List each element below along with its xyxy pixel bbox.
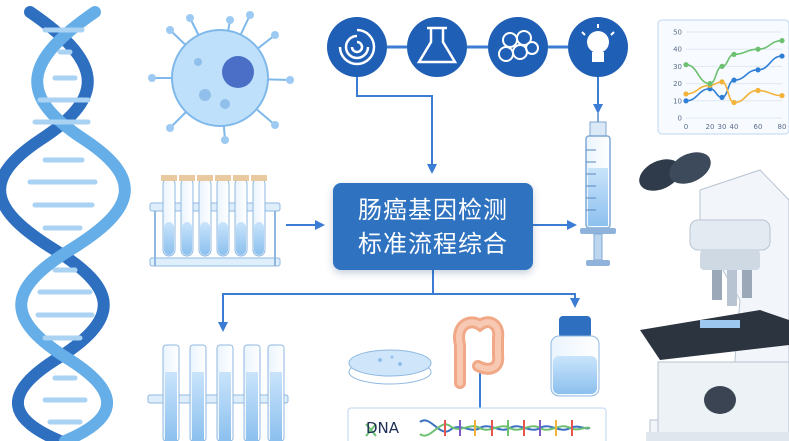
chart-point: [755, 67, 761, 73]
dna-strip-panel: [347, 407, 607, 441]
chart-y-tick-label: 30: [673, 63, 682, 71]
chart-x-tick-label: 40: [730, 123, 739, 131]
chart-point: [707, 81, 713, 87]
chart-point: [731, 77, 737, 83]
microscope-icon: [639, 152, 789, 441]
chart-series-line: [685, 55, 783, 102]
chart-point: [779, 93, 785, 99]
dna-swirl-icon: [327, 17, 387, 77]
lightbulb-icon: [568, 17, 628, 77]
chart-series-line: [685, 39, 783, 85]
chart-point: [755, 46, 761, 52]
process-title-line-1: 肠癌基因检测: [358, 195, 508, 224]
chart-x-tick-label: 60: [754, 123, 763, 131]
flask-icon: [407, 17, 467, 77]
chart-point: [755, 87, 761, 94]
chart-point: [719, 63, 725, 69]
chart-point: [779, 53, 785, 59]
chart-lines: [683, 38, 785, 106]
chart-point: [719, 79, 725, 85]
chart-y-tick-label: 10: [673, 97, 682, 105]
chart-point: [731, 99, 737, 106]
chart-y-tick-label: 20: [673, 80, 682, 88]
colon-icon: [453, 316, 505, 389]
chart-y-tick-label: 50: [673, 29, 682, 37]
cancer-cell-icon: [148, 11, 294, 144]
chart-x-tick-label: 0: [684, 123, 688, 131]
chart-y-tick-label: 0: [678, 115, 682, 123]
chart-x-tick-label: 20: [706, 123, 715, 131]
chart-series-line: [685, 81, 783, 104]
test-tube-rack-icon: [149, 175, 281, 267]
petri-dish-icon: [348, 349, 432, 385]
chart-x-tick-label: 30: [718, 123, 727, 131]
chart-x-tick-label: 80: [778, 123, 787, 131]
chart-point: [683, 91, 689, 97]
chart-point: [731, 51, 737, 57]
process-title-line-2: 标准流程综合: [358, 229, 508, 258]
top-icon-row: [327, 17, 628, 77]
dna-helix-icon: [0, 6, 131, 441]
cell-cluster-icon: [488, 17, 548, 77]
bottom-test-tube-rack-icon: [147, 344, 289, 441]
syringe-icon: [580, 112, 616, 266]
chart-point: [719, 94, 725, 100]
sample-bottle-icon: [550, 316, 600, 397]
flow-arrows: [218, 77, 603, 408]
dna-strip-label: DNA: [366, 419, 400, 437]
chart-point: [683, 98, 689, 104]
chart-point: [779, 38, 785, 44]
process-title-box: 肠癌基因检测 标准流程综合: [333, 183, 533, 270]
chart-y-tick-label: 40: [673, 46, 682, 54]
chart-point: [683, 62, 689, 68]
